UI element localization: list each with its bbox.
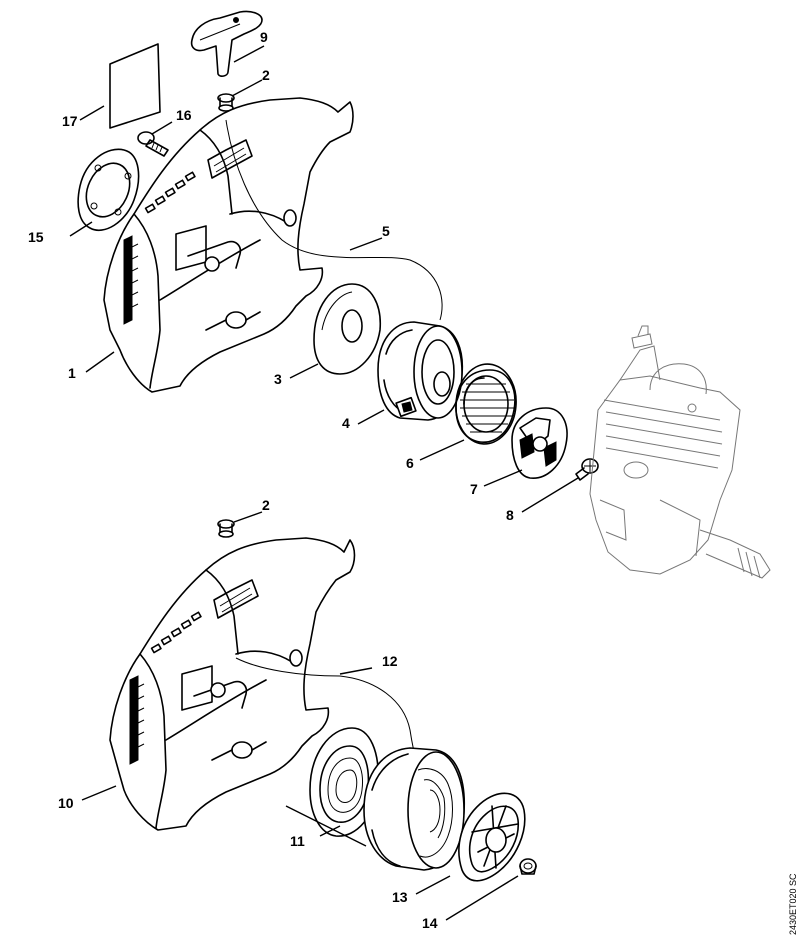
part-17-decal [109,43,161,129]
part-14-nut [519,858,537,875]
callout-2-top: 2 [262,67,270,83]
engine-reference [589,325,771,579]
callout-3: 3 [274,371,282,387]
callout-5: 5 [382,223,390,239]
part-6-rewind-spring [455,363,517,445]
callout-10: 10 [58,795,74,811]
part-3-disc [313,283,382,375]
callout-11: 11 [290,833,305,849]
part-16-screw [137,131,169,157]
part-9-starter-grip [190,10,263,77]
part-13-cover-plate [458,792,526,882]
part-8-screw [575,458,599,481]
callout-6: 6 [406,455,414,471]
callout-8: 8 [506,507,514,523]
callout-2-bottom: 2 [262,497,270,513]
part-7-spring-housing [511,407,568,479]
part-10-fan-housing [109,537,356,831]
callout-14: 14 [422,915,438,931]
callout-7: 7 [470,481,478,497]
part-2-grommet-top [217,93,235,112]
housing-vent-row-bottom [150,611,202,654]
callout-17: 17 [62,113,78,129]
callout-4: 4 [342,415,350,431]
part-11-rope-rotor [363,747,466,871]
part-5-starter-rope [225,119,443,321]
callout-16: 16 [176,107,192,123]
callout-labels: 17 16 9 2 15 5 1 3 4 6 7 8 2 12 10 11 13… [28,29,514,931]
drawing-code: 2430ET020 SC [788,873,798,935]
callout-9: 9 [260,29,268,45]
part-15-ring-plate [77,148,140,232]
part-2-grommet-bottom [217,519,235,538]
callout-1: 1 [68,365,76,381]
housing-vent-row [144,171,196,214]
leader-lines [69,45,579,921]
callout-12: 12 [382,653,398,669]
callout-15: 15 [28,229,44,245]
part-1-fan-housing [103,97,354,393]
part-4-rope-rotor [377,321,464,421]
callout-13: 13 [392,889,408,905]
